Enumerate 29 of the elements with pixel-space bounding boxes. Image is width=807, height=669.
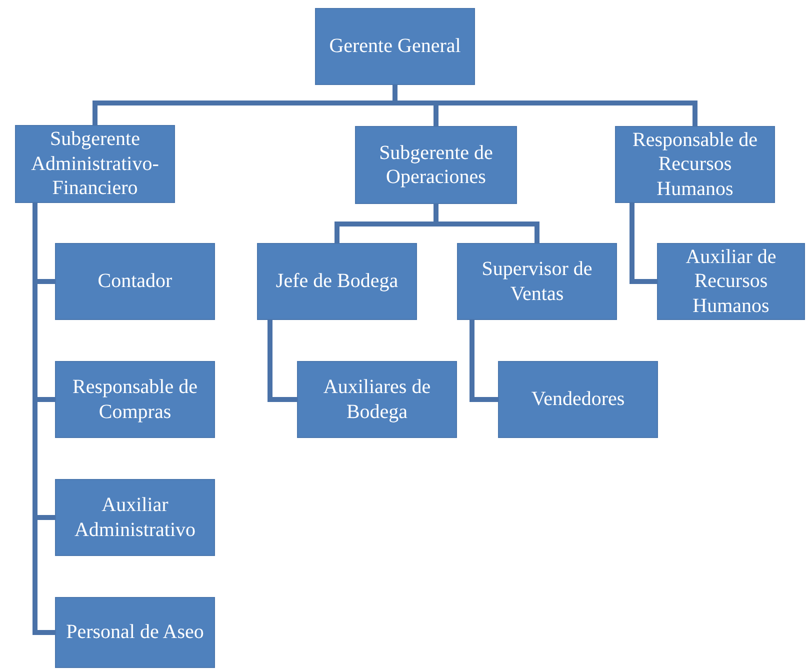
role-title: Auxiliar Administrativo [73,493,197,542]
role-title: Auxiliar de Recursos Humanos [684,244,778,318]
org-box [355,126,517,204]
org-box [498,361,658,438]
org-box [15,125,175,203]
role-title: Vendedores [531,387,625,412]
role-title: Personal de Aseo [66,620,204,645]
role-title: Responsable de Compras [72,375,198,424]
connector-line [268,320,297,402]
role-title: Jefe de Bodega [276,269,398,294]
connector-line [630,203,657,284]
org-box [315,8,475,85]
role-title: Gerente General [329,34,461,59]
org-box [55,361,215,438]
connector-line [470,320,498,402]
org-box [615,126,775,203]
org-box [257,243,417,320]
org-box [297,361,457,438]
role-title: Subgerente Administrativo-Financiero [30,127,160,201]
role-title: Responsable de Recursos Humanos [632,128,758,202]
role-title: Supervisor de Ventas [480,257,594,306]
org-box [657,243,805,320]
role-title: Auxiliares de Bodega [322,375,432,424]
org-box [55,597,215,668]
role-title: Subgerente de Operaciones [378,140,494,190]
org-box [55,479,215,556]
role-title: Contador [98,269,172,294]
org-box [55,243,215,320]
org-box [457,243,617,320]
